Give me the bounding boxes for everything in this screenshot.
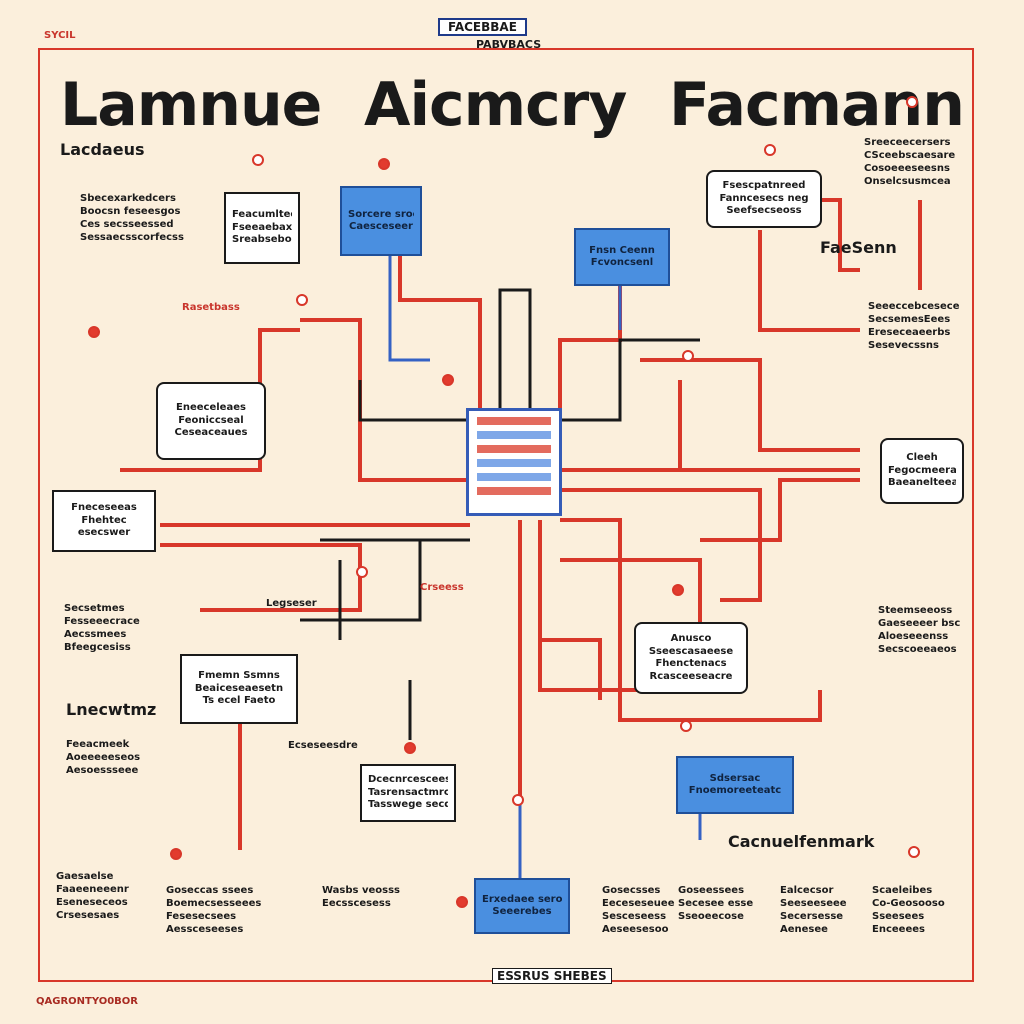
node-box-1: FeacumlteeeFseeaebaxlerseSreabseboncee <box>224 192 300 264</box>
label-lpd: Legseser <box>266 598 317 609</box>
label-red-rq: Rasetbass <box>182 302 240 313</box>
node-dot <box>906 96 918 108</box>
label-cc: Crseess <box>420 582 464 593</box>
node-dot <box>682 350 694 362</box>
node-dot <box>442 374 454 386</box>
node-dot <box>356 566 368 578</box>
corner-label: SYCIL <box>44 30 76 41</box>
top-tag: FACEBBAE <box>438 18 527 36</box>
footer-label: QAGRONTYO0BOR <box>36 996 139 1007</box>
node-dot <box>378 158 390 170</box>
title-word-1: Lamnue <box>60 70 322 140</box>
node-dot <box>456 896 468 908</box>
section-heading-right-top: FaeSenn <box>820 238 897 257</box>
node-dot <box>512 794 524 806</box>
top-subtag: PABVBACS <box>476 38 542 51</box>
title-word-2: Aicmcry <box>364 70 627 140</box>
central-hub <box>466 408 562 516</box>
section-heading-left-mid: Lnecwtmz <box>66 700 157 719</box>
node-dot <box>252 154 264 166</box>
node-dot <box>170 848 182 860</box>
node-dot <box>908 846 920 858</box>
node-dot <box>296 294 308 306</box>
node-dot <box>404 742 416 754</box>
section-heading-right-bottom: Cacnuelfenmark <box>728 832 875 851</box>
node-dot <box>680 720 692 732</box>
node-dot <box>764 144 776 156</box>
bottom-tag: ESSRUS SHEBES <box>492 968 612 984</box>
label-ec: Ecseseesdre <box>288 740 358 751</box>
node-dot <box>88 326 100 338</box>
node-box-2: Sorcere sroeeCaesceseer <box>340 186 422 256</box>
node-box-12: CleehFegocmeeraaBaeanelteeae <box>880 438 964 504</box>
node-dot <box>672 584 684 596</box>
section-heading-left-top: Lacdaeus <box>60 140 145 159</box>
